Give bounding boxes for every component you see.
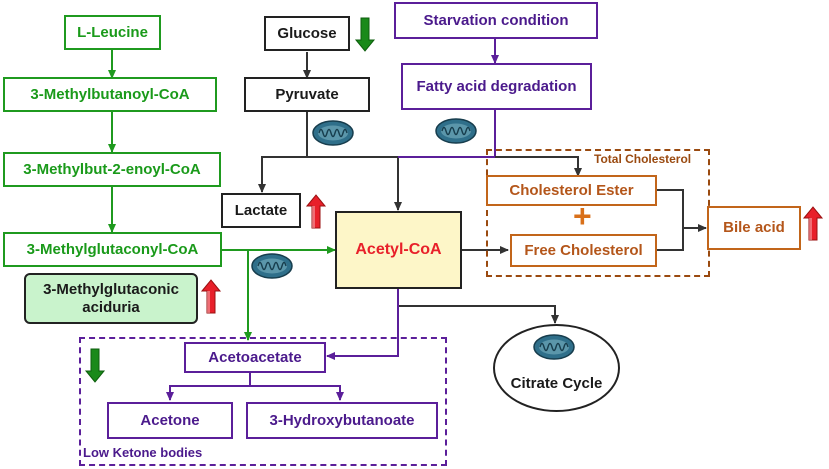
acetyl-coa-node: Acetyl-CoA: [335, 211, 462, 289]
methylbutanoyl-coa-node: 3-Methylbutanoyl-CoA: [3, 77, 217, 112]
free-cholesterol-node: Free Cholesterol: [510, 234, 657, 267]
edge-freechol-to-bile: [656, 228, 684, 251]
edge-pyruvate-split: [258, 111, 308, 193]
edge-cholesteryl-to-bile: [656, 189, 707, 232]
glucose-node: Glucose: [264, 16, 350, 51]
cholesterol-ester-node: Cholesterol Ester: [486, 175, 657, 206]
mitochondrion-icon: [435, 118, 477, 144]
plus-sign: +: [573, 198, 592, 234]
acetoacetate-node: Acetoacetate: [184, 342, 326, 373]
low-ketone-label: Low Ketone bodies: [83, 445, 203, 460]
edge-acetoacetate-to-acetone: [166, 372, 251, 401]
up-arrow-icon: [803, 206, 823, 241]
pyruvate-node: Pyruvate: [244, 77, 370, 112]
up-arrow-icon: [306, 194, 326, 229]
low-ketone-group: [79, 337, 447, 466]
edge-acetylcoa-to-acetoacetate: [326, 289, 399, 360]
leucine-node: L-Leucine: [64, 15, 161, 50]
bile-acid-node: Bile acid: [707, 206, 801, 250]
edge-fattyacid-to-cholesterol: [495, 156, 582, 177]
edge-acetoacetate-to-hydroxybutanoate: [250, 385, 344, 401]
down-arrow-icon: [355, 17, 375, 52]
edge-acetylcoa-to-citrate: [397, 289, 559, 324]
citrate-cycle-node: Citrate Cycle: [493, 324, 620, 412]
starvation-node: Starvation condition: [394, 2, 598, 39]
up-arrow-icon: [201, 279, 221, 314]
fatty-acid-node: Fatty acid degradation: [401, 63, 592, 110]
hydroxybutanoate-node: 3-Hydroxybutanoate: [246, 402, 438, 439]
total-cholesterol-label: Total Cholesterol: [594, 152, 692, 166]
citrate-cycle-label: Citrate Cycle: [510, 374, 603, 392]
lactate-node: Lactate: [221, 193, 301, 228]
aciduria-node: 3-Methylglutaconic aciduria: [24, 273, 198, 324]
acetone-node: Acetone: [107, 402, 233, 439]
methylglutaconyl-coa-node: 3-Methylglutaconyl-CoA: [3, 232, 222, 267]
mitochondrion-icon: [251, 253, 293, 279]
methylbutenoyl-coa-node: 3-Methylbut-2-enoyl-CoA: [3, 152, 221, 187]
mitochondrion-icon: [312, 120, 354, 146]
